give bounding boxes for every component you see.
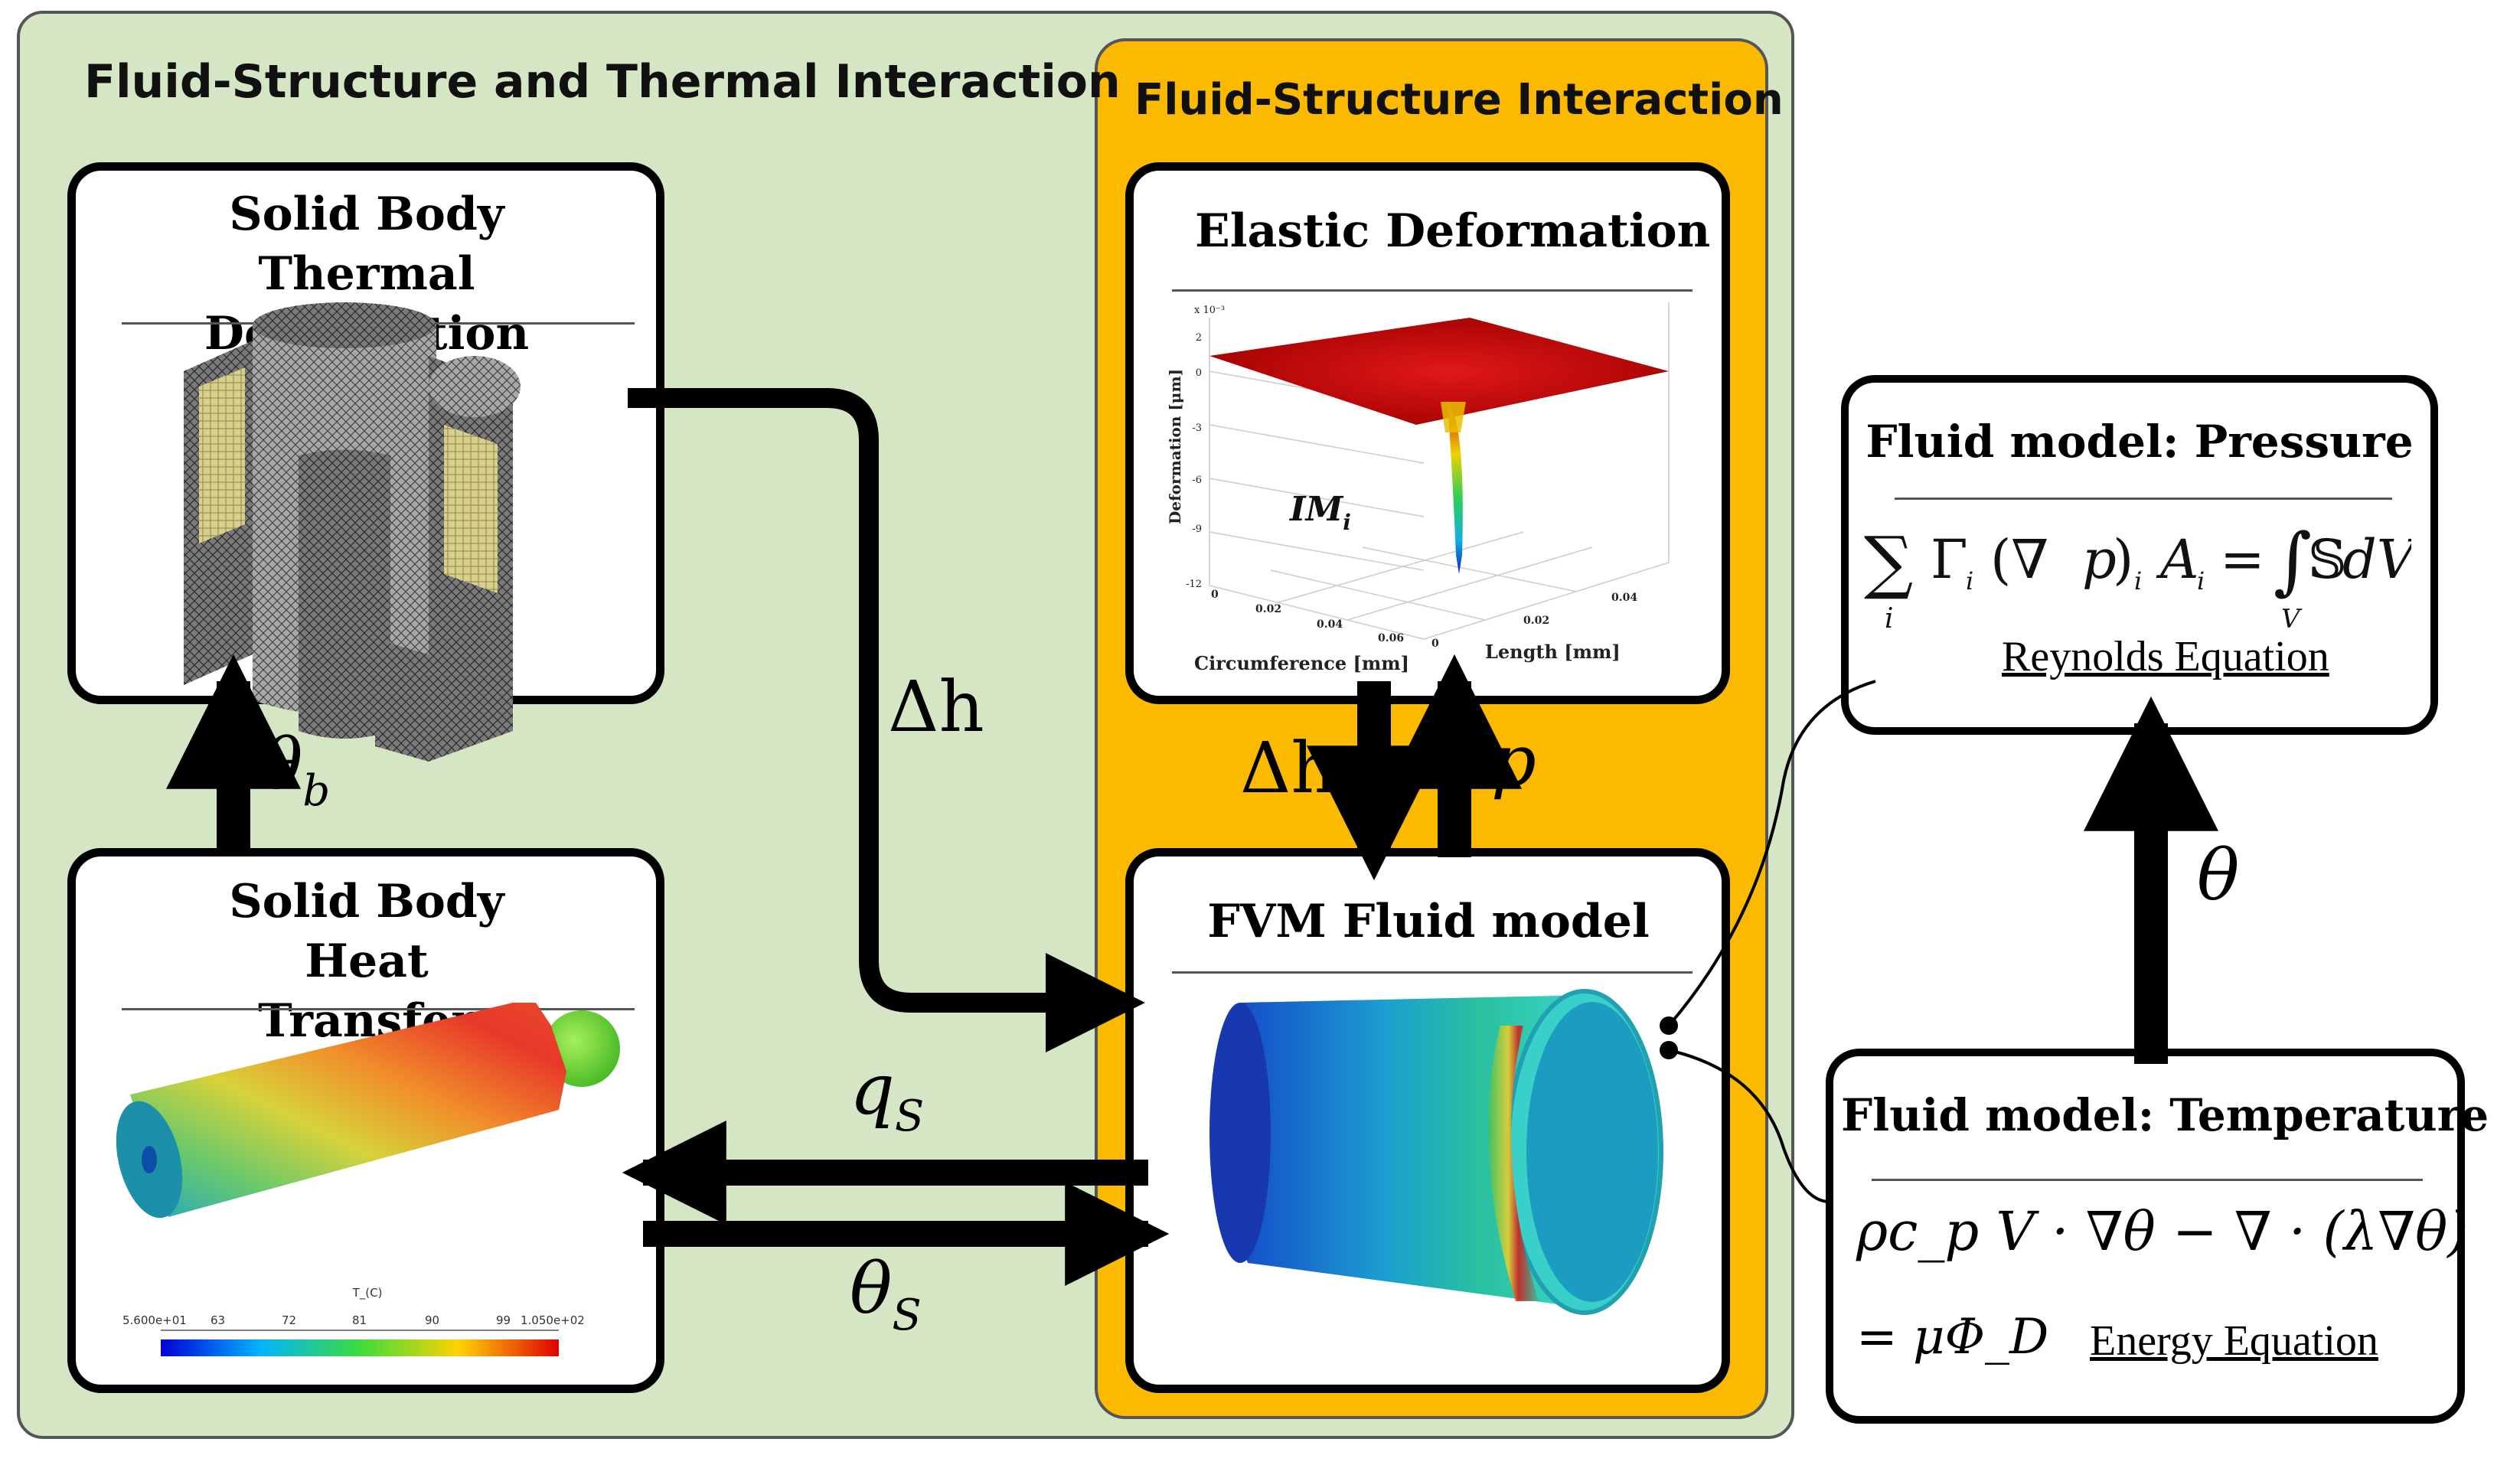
colorbar-title: T_(C)	[352, 1286, 383, 1300]
x-tick: 0.04	[1317, 618, 1343, 631]
x-axis-label: Circumference [mm]	[1194, 652, 1409, 674]
z-tick: -12	[1186, 579, 1202, 590]
svg-text:IMi: IMi	[1288, 490, 1351, 535]
reynolds-equation: ∑ i Γ i (∇ p ) i A i = ∫ V 𝕊 dV	[1864, 517, 2411, 635]
q-s-symbol: q	[850, 1049, 895, 1131]
theta-b-symbol: θ	[260, 723, 303, 805]
svg-text:∑: ∑	[1864, 522, 1913, 602]
svg-text:i: i	[2197, 566, 2205, 595]
svg-text:=: =	[2220, 528, 2265, 591]
colorbar-tick: 99	[496, 1313, 511, 1327]
outer-region-title: Fluid-Structure and Thermal Interaction	[84, 55, 1121, 109]
heat-transfer-cylinder-image	[116, 1003, 620, 1219]
z-tick: -6	[1192, 475, 1202, 486]
colorbar-max: 1.050e+02	[521, 1313, 585, 1327]
colorbar-tick: 72	[282, 1313, 296, 1327]
im-annotation-sub: i	[1343, 510, 1351, 535]
x-tick: 0.02	[1255, 603, 1281, 615]
theta-s-label: θS	[850, 1248, 922, 1340]
pressure-rule	[1895, 498, 2392, 500]
z-tick: 2	[1196, 332, 1202, 344]
colorbar-tick: 63	[211, 1313, 225, 1327]
svg-text:i: i	[1885, 603, 1894, 635]
q-s-label: qS	[850, 1049, 924, 1141]
theta-b-sub: b	[302, 766, 331, 816]
theta-s-sub: S	[892, 1290, 922, 1340]
fsi-delta-h-label: Δh	[1240, 727, 1337, 809]
pressure-connector	[1667, 680, 1876, 1027]
svg-text:p: p	[2082, 528, 2117, 591]
svg-text:Γ: Γ	[1931, 528, 1968, 591]
svg-text:V: V	[2281, 604, 2303, 635]
pressure-title: Fluid model: Pressure	[1866, 416, 2414, 468]
q-s-sub: S	[894, 1091, 925, 1141]
svg-text:dV: dV	[2342, 528, 2411, 591]
theta-b-label: θb	[260, 723, 330, 816]
z-tick: -3	[1192, 423, 1202, 434]
x-tick: 0	[1211, 589, 1219, 601]
heat-transfer-rule	[122, 1008, 635, 1010]
theta-label: θ	[2197, 834, 2240, 916]
energy-equation-line1: ρc_p V · ∇θ − ∇ · (λ∇θ)	[1856, 1200, 2469, 1263]
temperature-connector	[1668, 1049, 1830, 1203]
temperature-rule	[1872, 1179, 2423, 1181]
energy-equation-line2: = μΦ_D	[1856, 1309, 2049, 1365]
reynolds-caption: Reynolds Equation	[2002, 633, 2329, 680]
svg-text:𝕊: 𝕊	[2308, 528, 2347, 591]
pressure-box: Fluid model: Pressure	[1841, 375, 2438, 735]
elastic-deformation-box: Elastic Deformation	[1125, 162, 1730, 704]
im-annotation: IM	[1288, 490, 1344, 529]
z-scale: x 10⁻³	[1194, 305, 1225, 316]
svg-text:A: A	[2156, 528, 2199, 591]
x-tick: 0.06	[1378, 632, 1404, 644]
delta-h-label: Δh	[888, 666, 984, 748]
svg-text:∫: ∫	[2274, 517, 2312, 603]
svg-text:): )	[2113, 528, 2133, 591]
energy-caption: Energy Equation	[2090, 1317, 2378, 1365]
colorbar-tick: 81	[352, 1313, 367, 1327]
elastic-deformation-rule	[1172, 289, 1693, 292]
inner-region-title: Fluid-Structure Interaction	[1134, 75, 1784, 125]
z-tick: 0	[1196, 367, 1202, 379]
y-tick: 0.02	[1523, 615, 1549, 627]
y-tick: 0.04	[1611, 592, 1637, 604]
colorbar-min: 5.600e+01	[122, 1313, 187, 1327]
heat-colorbar: T_(C) 5.600e+01 63 72 81 90 99 1.050e+02	[122, 1286, 585, 1356]
fvm-fluid-image	[1209, 989, 1663, 1315]
fsi-p-label: p	[1491, 719, 1536, 801]
delta-h-arrow	[628, 388, 1145, 1052]
mesh-deformation-image	[184, 302, 521, 762]
elastic-deformation-title: Elastic Deformation	[1195, 204, 1711, 258]
svg-text:i: i	[1966, 566, 1973, 595]
theta-s-symbol: θ	[850, 1248, 893, 1330]
elastic-deformation-plot: x 10⁻³ 2 0 -3 -6 -9 -12 Deformation [μm]…	[1166, 302, 1670, 674]
svg-text:(∇: (∇	[1990, 528, 2048, 591]
z-axis-label: Deformation [μm]	[1166, 369, 1184, 524]
z-tick: -9	[1192, 524, 1202, 535]
fvm-fluid-title: FVM Fluid model	[1207, 895, 1650, 948]
y-tick: 0	[1431, 638, 1439, 650]
temperature-title: Fluid model: Temperature	[1841, 1089, 2489, 1141]
fvm-fluid-rule	[1172, 971, 1693, 974]
temperature-box: Fluid model: Temperature	[1826, 1049, 2489, 1424]
svg-text:i: i	[2134, 566, 2142, 595]
colorbar-tick: 90	[425, 1313, 439, 1327]
